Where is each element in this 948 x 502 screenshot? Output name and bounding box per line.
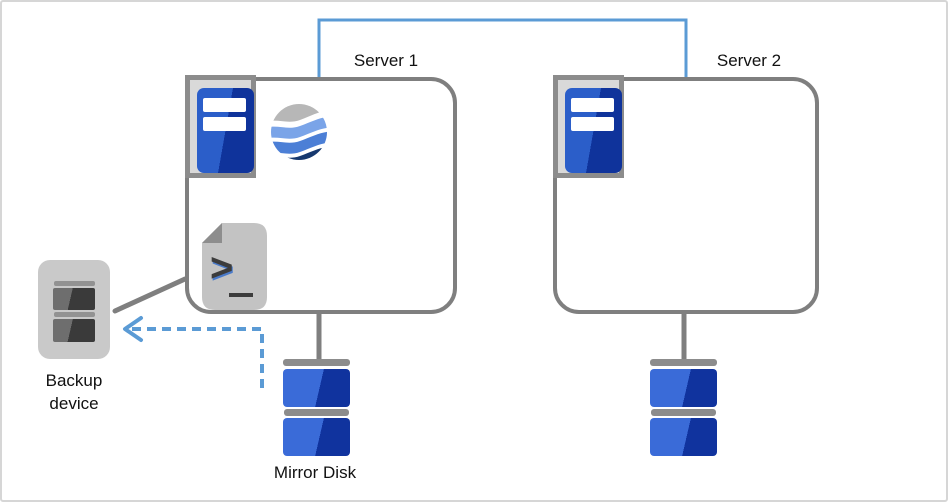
disk-platter (650, 369, 717, 407)
tower-slot-bar (203, 98, 246, 112)
backup-device-bar (54, 281, 95, 286)
server2-label: Server 2 (716, 51, 782, 70)
tower-slot-bar (571, 98, 614, 112)
interconnect-line (317, 18, 688, 79)
backup-device-slot (53, 319, 95, 342)
disk-platter (283, 369, 350, 407)
tower-slot-bar (571, 117, 614, 131)
server1-backup-connector (112, 276, 188, 314)
mirror-disk-resource-icon (271, 104, 327, 160)
backup-device-bar (54, 312, 95, 317)
mirror-disk-label: Mirror Disk (273, 463, 357, 482)
backup-device-slot (53, 288, 95, 310)
backup-device-line2: device (49, 394, 99, 413)
tower-slot-bar (203, 117, 246, 131)
backup-device-icon (38, 260, 110, 359)
disk-platter (283, 418, 350, 456)
backup-flow-dashed-line (131, 327, 264, 388)
server2-computer-icon (553, 75, 624, 178)
terminal-script-icon: > > (202, 223, 267, 310)
server-tower-icon (197, 88, 254, 173)
disk-platter (650, 418, 717, 456)
disk-cap (650, 359, 717, 366)
terminal-cursor-underscore (229, 293, 253, 297)
disk-cap (284, 409, 349, 416)
server2-mirror-disk-icon (650, 359, 717, 456)
backup-device-line1: Backup (45, 371, 103, 390)
server1-mirror-disk-icon (283, 359, 350, 456)
terminal-prompt-glyph: > (210, 246, 233, 290)
disk-cap (283, 359, 350, 366)
server-tower-icon (565, 88, 622, 173)
server1-label: Server 1 (353, 51, 419, 70)
disk-cap (651, 409, 716, 416)
terminal-prompt-shadow: > (211, 248, 234, 292)
backup-device-label: Backup device (8, 369, 140, 415)
backup-flow-arrowhead-icon (123, 316, 143, 342)
server1-computer-icon (185, 75, 256, 178)
